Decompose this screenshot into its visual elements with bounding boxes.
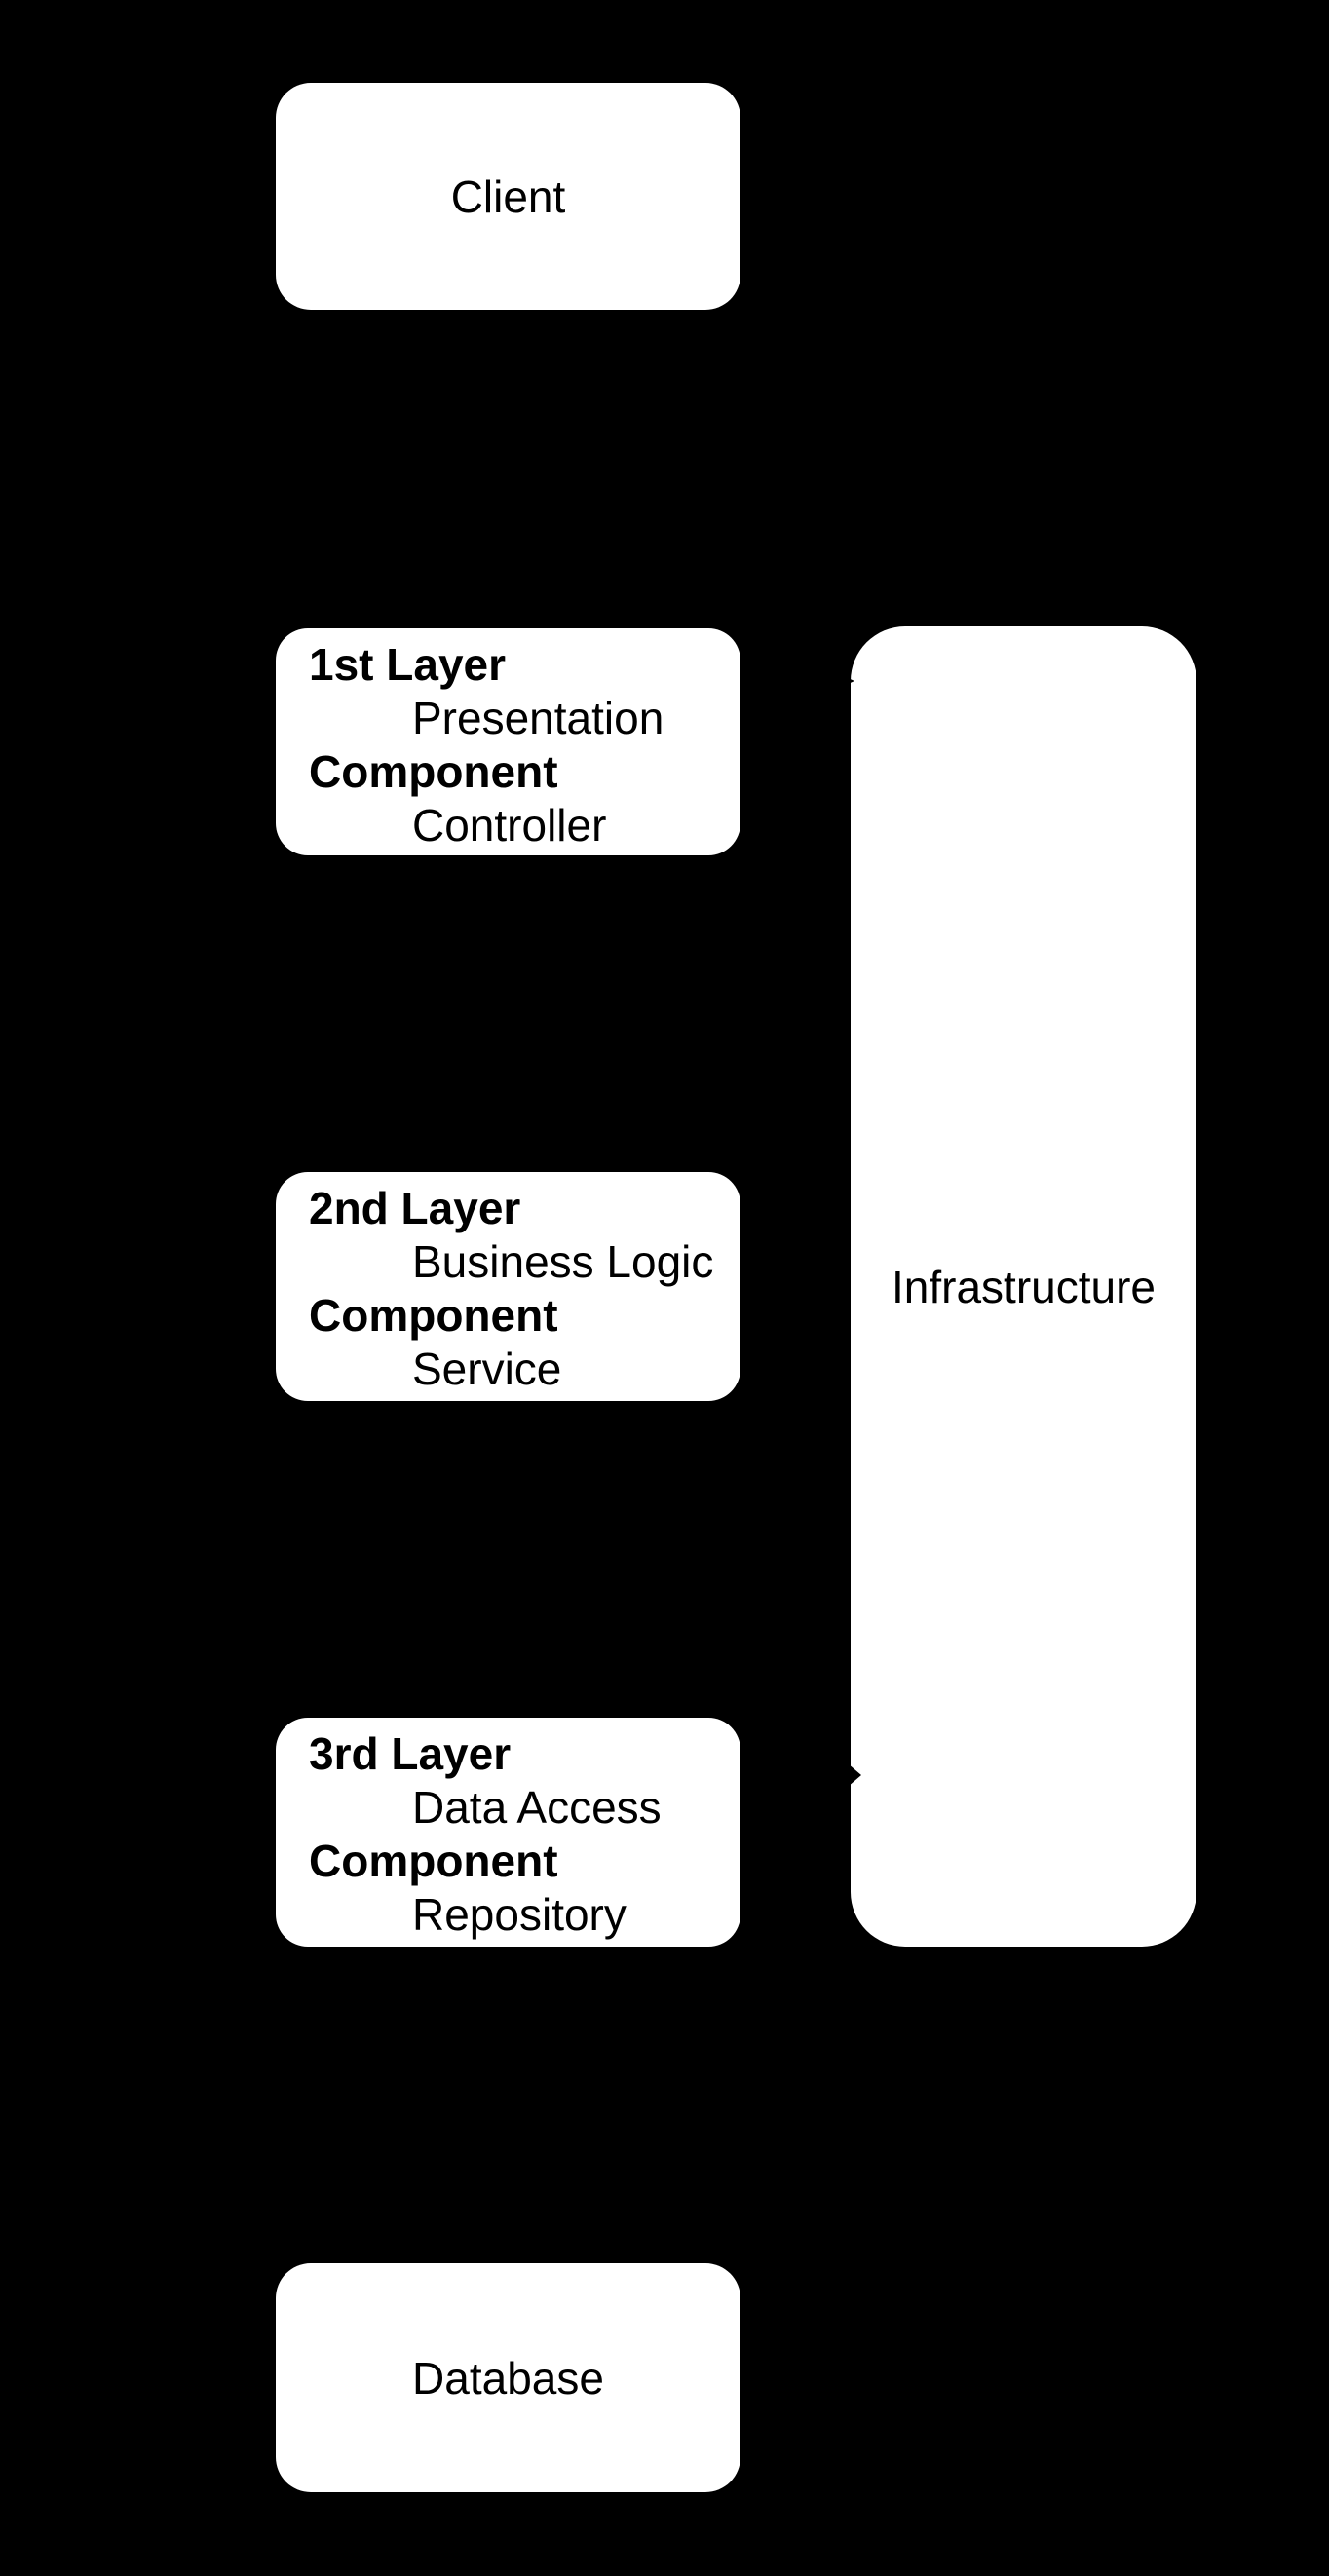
node-layer-1: 1st Layer Presentation Component Control… xyxy=(276,628,740,855)
node-layer-3-text: 3rd Layer Data Access Component Reposito… xyxy=(276,1718,740,1942)
layer-3-role: Data Access xyxy=(412,1782,662,1833)
node-database: Database xyxy=(276,2263,740,2492)
layer-3-part: Repository xyxy=(412,1889,627,1940)
layer-1-part: Controller xyxy=(412,800,607,851)
layer-1-title: 1st Layer xyxy=(309,639,507,690)
arrowhead-into-infrastructure-icon xyxy=(848,1763,861,1787)
layer-1-role: Presentation xyxy=(412,693,664,743)
node-client-label: Client xyxy=(450,170,566,222)
layer-2-component: Component xyxy=(309,1290,558,1341)
layer-3-component: Component xyxy=(309,1836,558,1886)
node-infrastructure: Infrastructure xyxy=(851,626,1196,1947)
node-database-label: Database xyxy=(412,2352,604,2404)
layer-1-component: Component xyxy=(309,746,558,797)
node-client: Client xyxy=(276,83,740,310)
node-layer-3: 3rd Layer Data Access Component Reposito… xyxy=(276,1718,740,1947)
layer-2-part: Service xyxy=(412,1344,562,1394)
layer-3-title: 3rd Layer xyxy=(309,1728,512,1779)
node-layer-1-text: 1st Layer Presentation Component Control… xyxy=(276,628,740,852)
node-infrastructure-label: Infrastructure xyxy=(892,1261,1156,1312)
layer-2-title: 2nd Layer xyxy=(309,1183,521,1233)
node-layer-2: 2nd Layer Business Logic Component Servi… xyxy=(276,1172,740,1401)
arrowhead-tip-infrastructure-top-icon xyxy=(844,676,854,686)
node-layer-2-text: 2nd Layer Business Logic Component Servi… xyxy=(276,1172,740,1396)
layer-2-role: Business Logic xyxy=(412,1236,714,1287)
